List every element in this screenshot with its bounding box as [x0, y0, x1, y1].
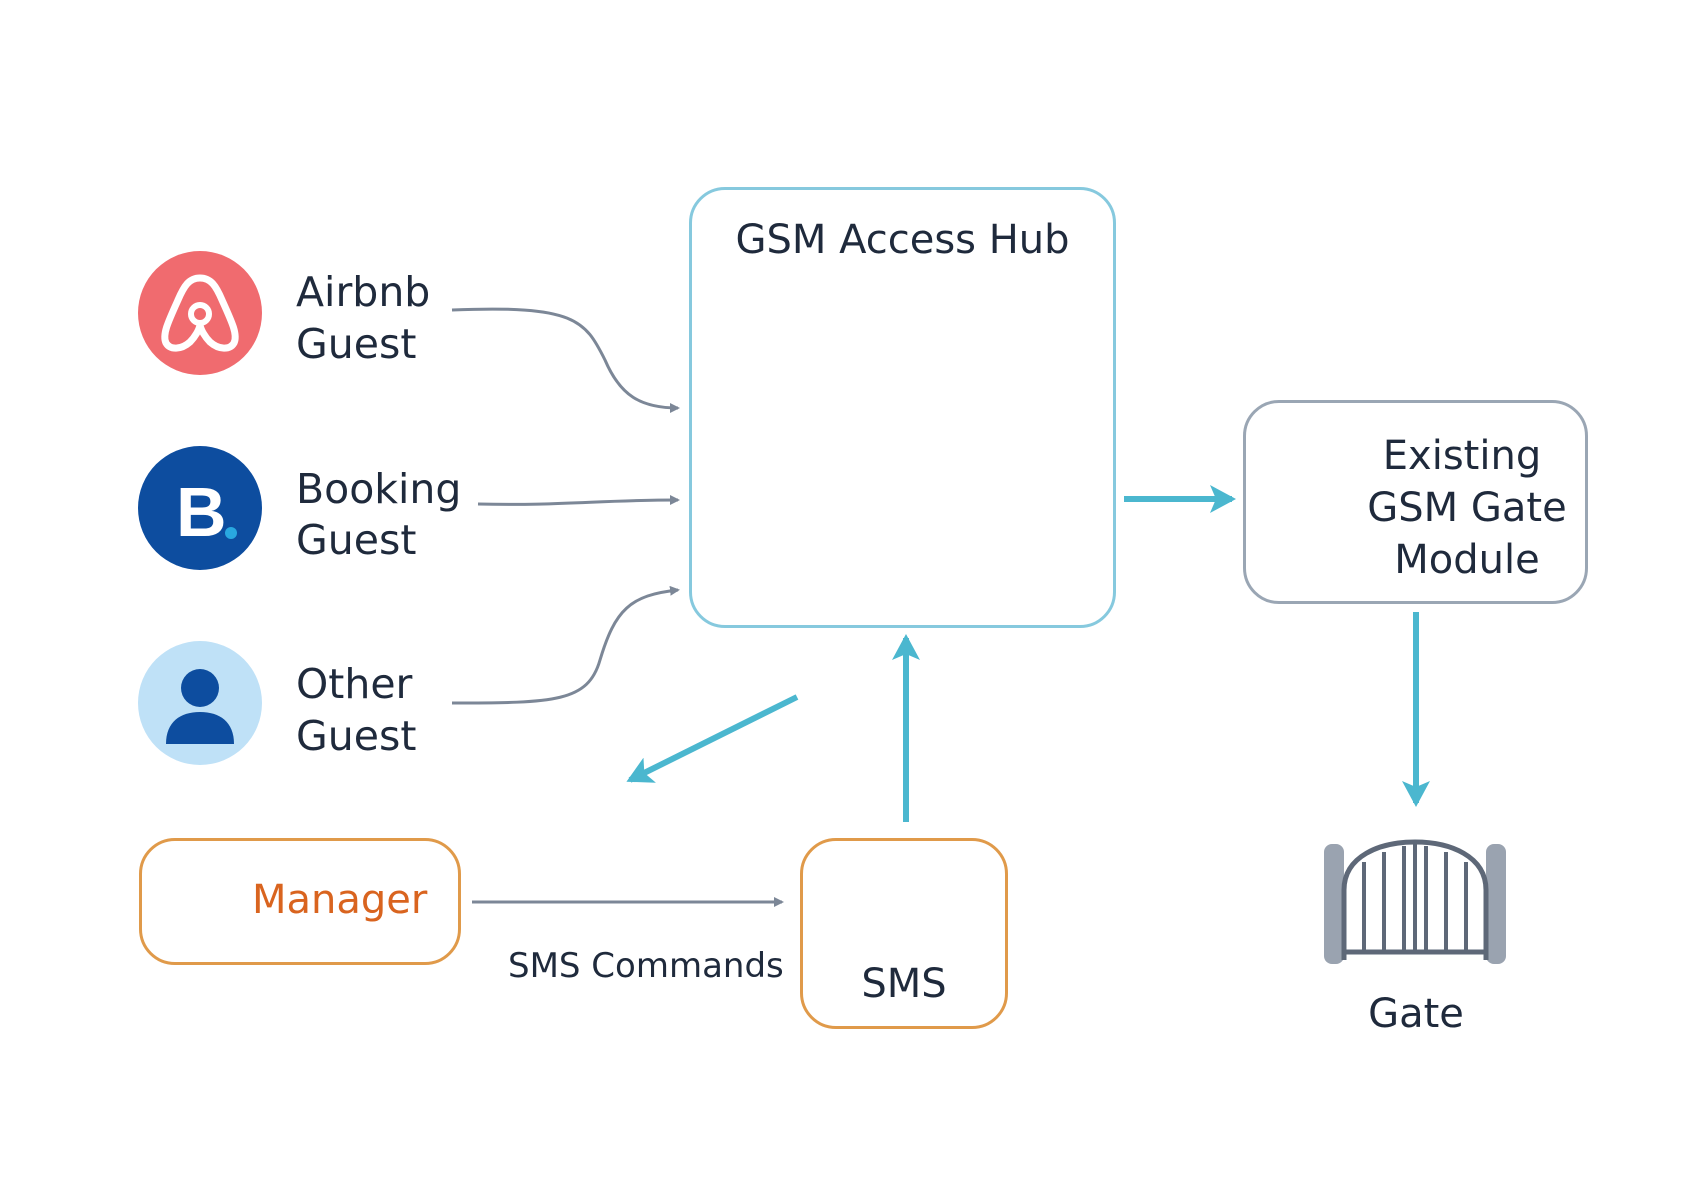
gate-module-label-line3: Module [1394, 537, 1540, 583]
gate-module-label-line2: GSM Gate [1367, 485, 1567, 531]
arrow-hub-to-manager [626, 694, 799, 783]
person-icon [138, 641, 262, 765]
airbnb-guest-label-line2: Guest [296, 320, 417, 368]
connector-airbnb-to-hub [451, 307, 680, 413]
other-guest-label-line1: Other [296, 660, 413, 708]
hub-title: GSM Access Hub [735, 217, 1070, 263]
connector-booking-to-hub [477, 495, 680, 506]
booking-guest-label-line1: Booking [296, 465, 462, 513]
sms-box [800, 838, 1008, 1029]
manager-label[interactable]: Manager [252, 877, 428, 923]
gate-module-label-line1: Existing [1382, 433, 1542, 479]
sms-commands-label: SMS Commands [508, 946, 784, 986]
sms-label: SMS [861, 961, 947, 1007]
other-guest-label-line2: Guest [296, 712, 417, 760]
airbnb-guest-label-line1: Airbnb [296, 268, 431, 316]
booking-guest-label-line2: Guest [296, 516, 417, 564]
gate-icon [1324, 839, 1506, 964]
gate-label: Gate [1368, 991, 1464, 1037]
connector-other-to-hub [451, 585, 680, 705]
booking-logo-icon: B [138, 446, 262, 570]
airbnb-logo-icon [138, 251, 262, 375]
gate-module-box [1243, 400, 1588, 604]
manager-box[interactable] [139, 838, 461, 965]
svg-text:B: B [176, 473, 227, 551]
gsm-access-hub-box [689, 187, 1116, 628]
